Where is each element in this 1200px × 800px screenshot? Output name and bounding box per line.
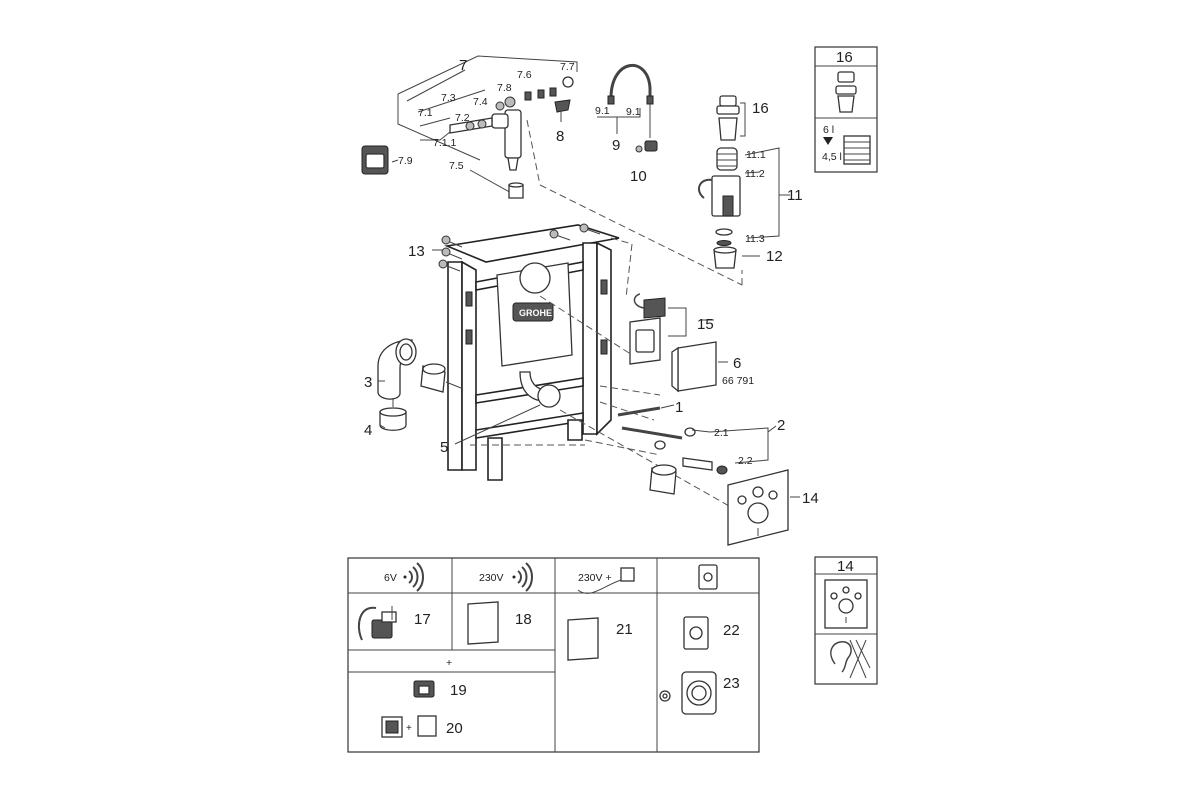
arrow-down-icon	[823, 137, 833, 145]
callout-9-1a: 9.1	[595, 105, 610, 117]
header-6v: 6V	[384, 572, 397, 584]
callout-18: 18	[515, 611, 532, 628]
flush-bend-pipes	[377, 338, 462, 431]
callout-22: 22	[723, 622, 740, 639]
inset-16-volume-4-5: 4,5 l	[822, 151, 842, 163]
callout-6: 6	[733, 355, 741, 372]
callout-2-1: 2.1	[714, 427, 729, 439]
connection-set	[617, 293, 800, 546]
callout-7-8: 7.8	[497, 82, 512, 94]
callout-10: 10	[630, 168, 647, 185]
callout-9: 9	[612, 137, 620, 154]
callout-7-7: 7.7	[560, 61, 575, 73]
inset-16-volume-6: 6 l	[823, 124, 834, 136]
callout-11-1: 11.1	[746, 149, 766, 161]
callout-7-4: 7.4	[473, 96, 488, 108]
callout-19: 19	[450, 682, 467, 699]
callout-7-2: 7.2	[455, 112, 470, 124]
callout-labels: 7 7.7 7.6 7.8 7.3 7.4 7.1 7.2 7.1.1 7.5 …	[364, 57, 819, 507]
callout-3: 3	[364, 374, 372, 391]
cover-plate-21	[567, 617, 599, 661]
plus-sign: +	[446, 657, 452, 669]
callout-7-1-1: 7.1.1	[433, 137, 457, 149]
flush-valve-assembly	[697, 95, 790, 269]
callout-leaders	[378, 159, 728, 445]
callout-13: 13	[408, 243, 425, 260]
callout-11: 11	[787, 187, 803, 204]
callout-5: 5	[440, 439, 448, 456]
callout-2-2: 2.2	[738, 455, 753, 467]
callout-23: 23	[723, 675, 740, 692]
callout-7-6: 7.6	[517, 69, 532, 81]
callout-7: 7	[459, 57, 467, 74]
callout-7-5: 7.5	[449, 160, 464, 172]
cover-plate-18	[467, 601, 499, 645]
callout-7-3: 7.3	[441, 92, 456, 104]
callout-16: 16	[752, 100, 769, 117]
power-unit-19	[413, 680, 435, 698]
brand-logo: GROHE	[519, 308, 552, 318]
wall-anchor-bolts	[438, 223, 601, 272]
installation-frame	[444, 224, 620, 481]
callout-2: 2	[777, 417, 785, 434]
callout-9-1b: 9.1	[626, 106, 641, 118]
callout-17: 17	[414, 611, 431, 628]
square-plate-icon	[620, 567, 635, 582]
frame-plate-20b	[417, 715, 437, 737]
battery-actuator-17	[357, 606, 397, 641]
callout-11-2: 11.2	[745, 168, 765, 180]
callout-12: 12	[766, 248, 783, 265]
header-230v: 230V	[479, 572, 504, 584]
fill-valve-assembly	[361, 55, 578, 199]
callout-6-code: 66 791	[722, 375, 754, 387]
inset-14-title: 14	[837, 558, 854, 575]
actuation-options-table: 6V 230V 230V + 17 1	[347, 557, 760, 753]
callout-20-plus: +	[406, 723, 412, 734]
inset-16-flush-volume: 16 6 l 4,5 l	[814, 46, 878, 173]
inset-16-title: 16	[836, 49, 853, 66]
flexible-hose	[597, 63, 658, 153]
callout-14: 14	[802, 490, 819, 507]
callout-20: 20	[446, 720, 463, 737]
ear-noise-icon	[830, 639, 871, 679]
sensor-wave-icon	[512, 562, 533, 592]
callout-7-9: 7.9	[398, 155, 413, 167]
callout-11-3: 11.3	[745, 233, 765, 245]
callout-8: 8	[556, 128, 564, 145]
callout-4: 4	[364, 422, 372, 439]
inset-14-soundproofing: 14	[814, 556, 878, 685]
callout-21: 21	[616, 621, 633, 638]
assembly-guide-lines	[470, 119, 746, 516]
header-230v-plus: 230V +	[578, 572, 612, 584]
callout-15: 15	[697, 316, 714, 333]
callout-1: 1	[675, 399, 683, 416]
callout-7-1: 7.1	[418, 107, 433, 119]
sensor-wave-icon	[403, 562, 424, 592]
